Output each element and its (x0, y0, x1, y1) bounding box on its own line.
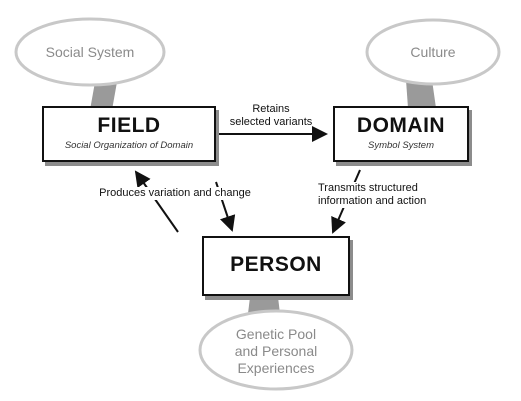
person-box: PERSON (202, 236, 350, 296)
culture-ellipse (365, 18, 501, 86)
field-to-domain-line-1: Retains (252, 103, 290, 115)
domain-subtitle: Symbol System (368, 140, 434, 151)
field-to-domain-label: Retains selected variants (216, 103, 326, 129)
social-system-label: Social System (45, 44, 135, 60)
person-to-field-label: Produces variation and change (80, 187, 270, 200)
person-to-field-arrow (134, 170, 179, 233)
field-box: FIELD Social Organization of Domain (42, 106, 216, 162)
social-system-ellipse (14, 17, 166, 87)
culture-connector (406, 80, 436, 108)
domain-to-person-line-2: information and action (318, 195, 427, 207)
social-system-connector (90, 82, 117, 110)
genetic-pool-ellipse (198, 309, 354, 391)
genetic-pool-line-2: and Personal (234, 342, 318, 359)
field-title: FIELD (97, 114, 161, 137)
culture-label: Culture (410, 44, 456, 60)
genetic-pool-line-1: Genetic Pool (235, 326, 317, 342)
person-title: PERSON (230, 253, 322, 276)
domain-to-person-label: Transmits structured information and act… (318, 182, 458, 208)
genetic-pool-label: Genetic Pool and Personal Experiences (200, 326, 352, 376)
field-to-domain-line-2: selected variants (229, 116, 313, 128)
field-subtitle: Social Organization of Domain (64, 140, 194, 151)
domain-title: DOMAIN (356, 114, 446, 137)
genetic-pool-line-3: Experiences (237, 359, 315, 376)
domain-to-person-line-1: Transmits structured (318, 182, 418, 194)
domain-box: DOMAIN Symbol System (333, 106, 469, 162)
